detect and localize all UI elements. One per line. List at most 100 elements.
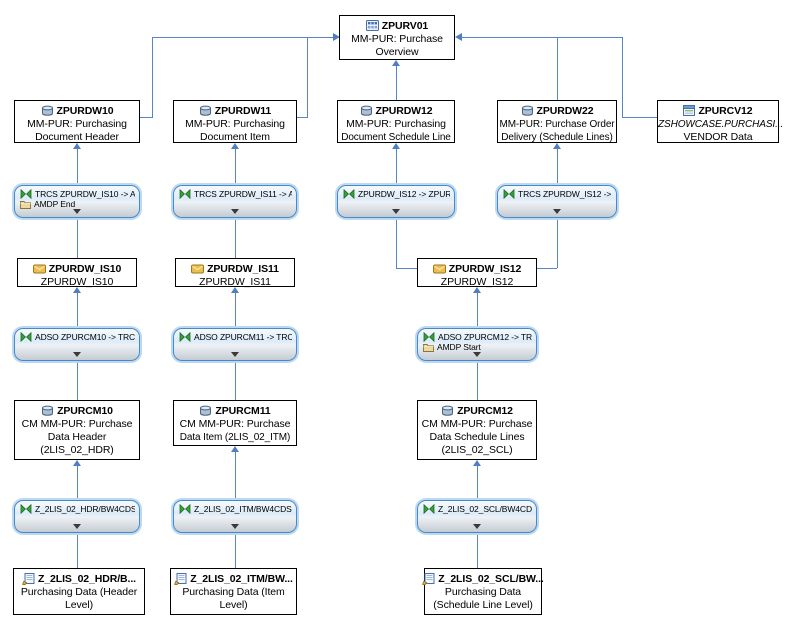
node-subtitle-line: Overview bbox=[375, 46, 419, 58]
transform-trcs-zpurdw-is12-adso[interactable]: TRCS ZPURDW_IS12 -> ADSO... bbox=[497, 185, 617, 218]
node-title: ZPURDW_IS10 bbox=[18, 261, 136, 276]
infosource-icon bbox=[32, 264, 46, 274]
transform-label: ZPURDW_IS12 -> ZPURDW12 bbox=[358, 189, 450, 199]
transformation-icon bbox=[503, 189, 515, 199]
node-subtitle-line: ZPURDW_IS11 bbox=[199, 276, 271, 288]
expand-handle-icon[interactable] bbox=[231, 352, 239, 357]
node-title-text: ZPURDW11 bbox=[214, 104, 272, 117]
connector-line bbox=[557, 218, 558, 268]
transform-label-row: ZPURDW_IS12 -> ZPURDW12 bbox=[343, 189, 450, 199]
node-title-text: ZPURCV12 bbox=[698, 104, 753, 117]
transform-trcs-zpurdw-is10-adso[interactable]: TRCS ZPURDW_IS10 -> ADSO... AMDP End bbox=[14, 185, 140, 218]
adso-icon bbox=[199, 405, 212, 416]
connector-line bbox=[140, 117, 153, 118]
connector-line bbox=[477, 466, 478, 500]
node-zpurdw22[interactable]: ZPURDW22 MM-PUR: Purchase Order Delivery… bbox=[497, 100, 617, 143]
transform-label: ADSO ZPURCM12 -> TRCS ZP... bbox=[438, 332, 532, 342]
connector-line bbox=[235, 533, 236, 568]
transform-sublabel: AMDP End bbox=[34, 199, 76, 209]
node-zpurdw-is10[interactable]: ZPURDW_IS10 ZPURDW_IS10 bbox=[17, 258, 137, 288]
node-zpurv01[interactable]: ZPURV01 MM-PUR: Purchase Overview bbox=[339, 15, 455, 60]
connector-line bbox=[396, 66, 397, 100]
transform-zpurdw-is12-zpurdw12[interactable]: ZPURDW_IS12 -> ZPURDW12 bbox=[337, 185, 455, 218]
node-zpurcm11[interactable]: ZPURCM11 CM MM-PUR: Purchase Data Item (… bbox=[173, 400, 297, 446]
node-title: ZPURCM10 bbox=[15, 403, 139, 418]
connector-line bbox=[557, 149, 558, 185]
node-subtitle-line: ZPURDW_IS12 bbox=[440, 276, 514, 288]
transform-sublabel-row: AMDP End bbox=[20, 199, 135, 209]
transform-adso-zpurcm12-trcs[interactable]: ADSO ZPURCM12 -> TRCS ZP... AMDP Start bbox=[417, 328, 537, 361]
connector-line bbox=[477, 533, 478, 568]
connector-line bbox=[235, 293, 236, 328]
transform-label: ADSO ZPURCM11 -> TRCS ZP... bbox=[194, 332, 292, 342]
transformation-icon bbox=[20, 332, 32, 342]
node-subtitle-line: Purchasing Data (Item bbox=[182, 586, 285, 598]
connector-line bbox=[477, 361, 478, 400]
node-subtitle-line: MM-PUR: Purchase Order bbox=[499, 119, 615, 130]
node-title: Z_2LIS_02_SCL/BW... bbox=[422, 571, 544, 586]
arrowhead-up-icon bbox=[473, 460, 481, 466]
node-subtitle-line: Purchasing Data (Header bbox=[20, 586, 138, 598]
expand-handle-icon[interactable] bbox=[553, 209, 561, 214]
open-ods-view-icon bbox=[683, 105, 696, 116]
transformation-icon bbox=[179, 189, 191, 199]
node-zpurcm12[interactable]: ZPURCM12 CM MM-PUR: Purchase Data Schedu… bbox=[417, 400, 537, 460]
node-title: ZPURV01 bbox=[340, 18, 454, 33]
transform-trcs-zpurdw-is11-adso[interactable]: TRCS ZPURDW_IS11 -> ADSO... bbox=[173, 185, 297, 218]
node-ds-z-2lis-02-hdr[interactable]: Z_2LIS_02_HDR/B... Purchasing Data (Head… bbox=[13, 568, 145, 615]
connector-line bbox=[396, 268, 417, 269]
transform-adso-zpurcm11-trcs[interactable]: ADSO ZPURCM11 -> TRCS ZP... bbox=[173, 328, 297, 361]
node-subtitle-line: Data Header bbox=[47, 431, 107, 443]
expand-handle-icon[interactable] bbox=[73, 352, 81, 357]
expand-handle-icon[interactable] bbox=[73, 209, 81, 214]
transformation-icon bbox=[20, 189, 32, 199]
node-subtitle-line: (2LIS_02_HDR) bbox=[40, 444, 114, 456]
node-subtitle-line: (2LIS_02_SCL) bbox=[441, 444, 513, 456]
arrowhead-right-icon bbox=[333, 33, 340, 41]
node-subtitle-line: Document Item bbox=[200, 131, 270, 143]
infosource-icon bbox=[191, 264, 205, 274]
transform-label-row: TRCS ZPURDW_IS10 -> ADSO... bbox=[20, 189, 135, 199]
node-zpurdw-is12[interactable]: ZPURDW_IS12 ZPURDW_IS12 bbox=[417, 258, 537, 288]
node-subtitle-line: CM MM-PUR: Purchase bbox=[179, 418, 291, 430]
expand-handle-icon[interactable] bbox=[231, 209, 239, 214]
adso-icon bbox=[41, 405, 54, 416]
arrowhead-up-icon bbox=[73, 143, 81, 149]
node-zpurdw10[interactable]: ZPURDW10 MM-PUR: Purchasing Document Hea… bbox=[14, 100, 140, 143]
connector-line bbox=[461, 37, 623, 38]
transform-z-2lis-02-itm-bw4cds[interactable]: Z_2LIS_02_ITM/BW4CDS -> Z... bbox=[173, 500, 297, 533]
connector-line bbox=[396, 218, 397, 268]
expand-handle-icon[interactable] bbox=[392, 209, 400, 214]
transformation-icon bbox=[423, 332, 435, 342]
node-title: ZPURCM12 bbox=[418, 403, 536, 418]
node-zpurcm10[interactable]: ZPURCM10 CM MM-PUR: Purchase Data Header… bbox=[14, 400, 140, 460]
expand-handle-icon[interactable] bbox=[73, 524, 81, 529]
transformation-icon bbox=[20, 504, 32, 514]
infosource-icon bbox=[432, 264, 446, 274]
node-subtitle-line: Purchasing Data bbox=[444, 586, 522, 598]
connector-line bbox=[152, 37, 335, 38]
expand-handle-icon[interactable] bbox=[473, 352, 481, 357]
transform-label: Z_2LIS_02_ITM/BW4CDS -> Z... bbox=[194, 504, 292, 514]
connector-line bbox=[297, 117, 308, 118]
node-ds-z-2lis-02-itm[interactable]: Z_2LIS_02_ITM/BW... Purchasing Data (Ite… bbox=[170, 568, 297, 615]
expand-handle-icon[interactable] bbox=[231, 524, 239, 529]
arrowhead-up-icon bbox=[231, 446, 239, 452]
node-zpurcv12[interactable]: ZPURCV12 ZSHOWCASE.PURCHASI... VENDOR Da… bbox=[657, 100, 783, 143]
arrowhead-up-icon bbox=[553, 143, 561, 149]
node-ds-z-2lis-02-scl[interactable]: Z_2LIS_02_SCL/BW... Purchasing Data (Sch… bbox=[422, 568, 544, 615]
transform-z-2lis-02-hdr-bw4cds[interactable]: Z_2LIS_02_HDR/BW4CDS -> Z... bbox=[14, 500, 140, 533]
adso-icon bbox=[360, 105, 373, 116]
adso-icon bbox=[199, 105, 212, 116]
transform-z-2lis-02-scl-bw4cds[interactable]: Z_2LIS_02_SCL/BW4CDS -> Z... bbox=[417, 500, 537, 533]
expand-handle-icon[interactable] bbox=[473, 524, 481, 529]
node-zpurdw12[interactable]: ZPURDW12 MM-PUR: Purchasing Document Sch… bbox=[337, 100, 455, 143]
transform-adso-zpurcm10-trcs[interactable]: ADSO ZPURCM10 -> TRCS ZP... bbox=[14, 328, 140, 361]
amdp-icon bbox=[423, 343, 434, 352]
connector-line bbox=[77, 293, 78, 328]
composite-provider-icon bbox=[365, 20, 379, 31]
node-zpurdw-is11[interactable]: ZPURDW_IS11 ZPURDW_IS11 bbox=[175, 258, 295, 288]
connector-line bbox=[235, 149, 236, 185]
node-title: Z_2LIS_02_HDR/B... bbox=[14, 571, 144, 586]
node-zpurdw11[interactable]: ZPURDW11 MM-PUR: Purchasing Document Ite… bbox=[173, 100, 297, 143]
